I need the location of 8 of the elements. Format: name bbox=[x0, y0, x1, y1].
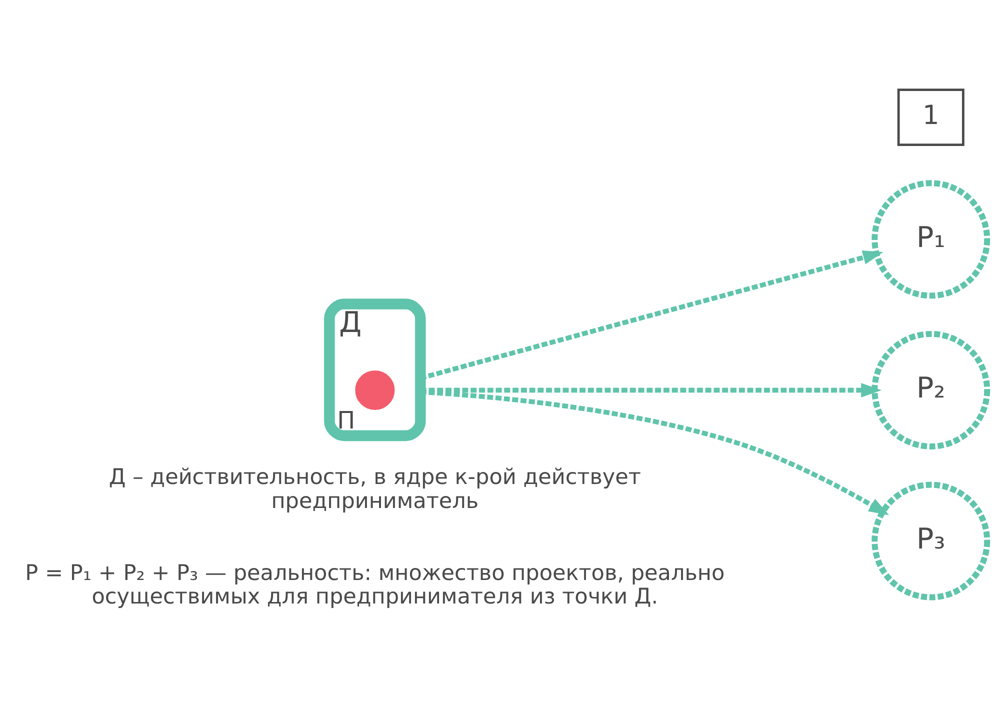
node-circle: Р₂ bbox=[872, 330, 990, 450]
node-circle: Р₃ bbox=[872, 482, 990, 600]
node-box: 1 bbox=[897, 88, 964, 146]
label: Р = Р₁ + Р₂ + Р₃ — реальность: множество проектов, реально осуществимых для предпринимателя из точки Д. bbox=[25, 560, 725, 610]
node-circle bbox=[355, 370, 395, 410]
label: Д – действительность, в ядре к-рой действует предприниматель bbox=[108, 465, 641, 514]
node-label: П bbox=[337, 406, 356, 434]
node-circle: Р₁ bbox=[872, 180, 990, 299]
